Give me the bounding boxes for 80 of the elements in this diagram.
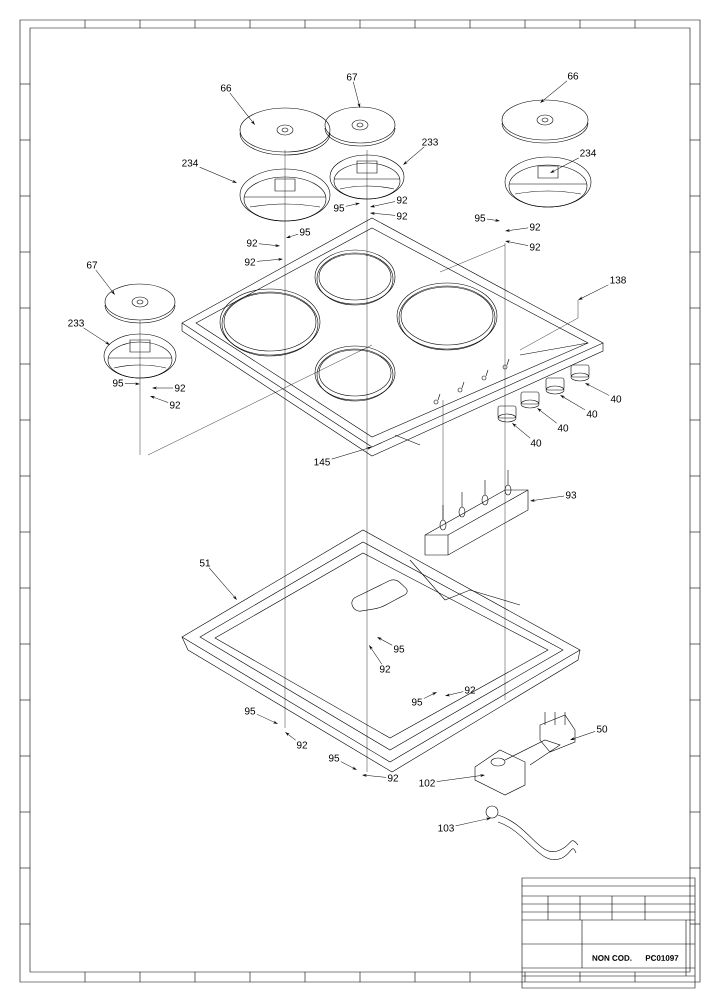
callout-number: 92 bbox=[174, 384, 186, 392]
leader-line bbox=[370, 201, 396, 208]
callout-number: 95 bbox=[394, 645, 404, 653]
callout-number: 92 bbox=[388, 774, 398, 782]
leader-line bbox=[403, 146, 425, 165]
callout-number: 40 bbox=[610, 395, 622, 403]
leader-line bbox=[586, 383, 610, 396]
callout-number: 95 bbox=[334, 204, 344, 212]
leader-line bbox=[436, 774, 484, 782]
leader-line bbox=[540, 80, 568, 103]
leader-line bbox=[124, 382, 140, 386]
leader-line bbox=[285, 732, 296, 740]
callout-number: 40 bbox=[586, 410, 598, 418]
callout-number: 103 bbox=[438, 824, 454, 832]
leader-line bbox=[370, 212, 396, 216]
callout-number: 92 bbox=[530, 243, 540, 251]
leader-line bbox=[506, 240, 528, 246]
leader-line bbox=[256, 258, 282, 262]
callout-number: 102 bbox=[419, 779, 435, 787]
callout-number: 233 bbox=[68, 319, 84, 327]
callout-number: 93 bbox=[566, 491, 576, 499]
callout-number: 92 bbox=[296, 741, 308, 749]
callout-number: 92 bbox=[396, 212, 408, 220]
callout-number: 234 bbox=[580, 149, 596, 157]
leader-line bbox=[560, 395, 586, 410]
callout-number: 92 bbox=[530, 223, 540, 231]
leader-line bbox=[550, 158, 580, 173]
leader-line bbox=[506, 228, 528, 232]
leader-line bbox=[512, 423, 530, 438]
leader-line bbox=[258, 244, 280, 247]
callout-number: 92 bbox=[246, 239, 258, 247]
callout-number: 67 bbox=[346, 73, 358, 81]
callout-number: 95 bbox=[328, 754, 340, 762]
leader-line bbox=[199, 166, 236, 183]
callout-number: 145 bbox=[314, 458, 330, 466]
leader-line bbox=[537, 408, 557, 424]
callout-number: 92 bbox=[396, 196, 408, 204]
drawing-code: PC01097 bbox=[644, 954, 680, 962]
leader-line bbox=[95, 270, 115, 295]
drawing-code: NON COD. bbox=[592, 954, 632, 962]
callout-number: 92 bbox=[244, 258, 256, 266]
callout-number: 50 bbox=[596, 725, 608, 733]
leader-line bbox=[486, 218, 500, 222]
callout-number: 40 bbox=[558, 424, 568, 432]
callout-number: 67 bbox=[86, 261, 98, 269]
callout-number: 138 bbox=[610, 276, 626, 284]
callout-number: 66 bbox=[220, 84, 232, 92]
callout-number: 95 bbox=[244, 707, 256, 715]
callout-number: 95 bbox=[300, 228, 310, 236]
callout-number: 66 bbox=[568, 72, 578, 80]
callout-number: 51 bbox=[200, 560, 210, 566]
leader-line bbox=[286, 234, 298, 238]
leader-line bbox=[578, 284, 609, 300]
leader-line bbox=[152, 386, 174, 390]
leader-line bbox=[455, 818, 490, 826]
leader-line bbox=[340, 761, 356, 770]
callout-number: 95 bbox=[112, 379, 124, 387]
callout-number: 95 bbox=[412, 698, 422, 706]
leader-line bbox=[150, 396, 168, 403]
leader-line bbox=[353, 82, 360, 108]
leader-line bbox=[446, 691, 464, 696]
leader-line bbox=[331, 447, 372, 460]
callout-number: 234 bbox=[182, 159, 198, 167]
leader-line bbox=[362, 774, 386, 778]
callout-number: 95 bbox=[474, 214, 486, 222]
callout-number: 233 bbox=[422, 138, 438, 146]
leader-line bbox=[530, 496, 564, 502]
leader-line bbox=[424, 692, 436, 699]
leader-line bbox=[256, 714, 278, 724]
leader-line bbox=[369, 645, 382, 664]
leader-line bbox=[570, 731, 596, 740]
callout-number: 92 bbox=[464, 686, 476, 694]
leader-line bbox=[346, 202, 360, 207]
callout-number: 92 bbox=[170, 401, 180, 409]
callout-number: 40 bbox=[530, 439, 542, 447]
callout-number: 92 bbox=[380, 665, 390, 673]
leader-line bbox=[378, 637, 392, 646]
leader-line bbox=[83, 328, 110, 345]
leader-line bbox=[208, 568, 237, 600]
leader-line bbox=[230, 92, 255, 125]
